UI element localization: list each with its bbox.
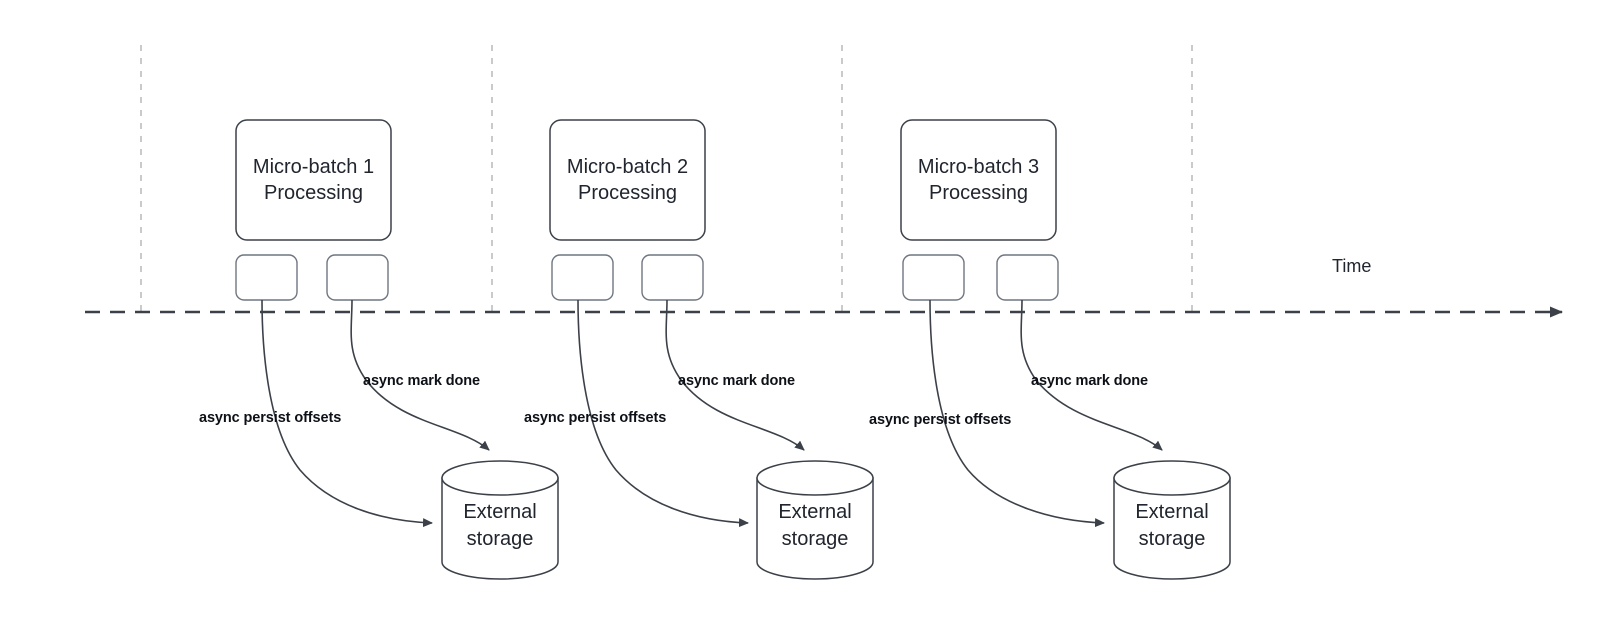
group-1-storage-label: External storage	[442, 490, 558, 562]
group-2-task-box-persist[interactable]	[551, 254, 614, 301]
storage-label-line2: storage	[1138, 528, 1206, 550]
group-3-shapes	[900, 119, 1231, 580]
group-1-shapes	[235, 119, 559, 580]
storage-label-line1: External	[463, 501, 537, 523]
group-3-arrow-persist-offsets	[929, 299, 1105, 528]
group-1-external-storage-cylinder[interactable]	[441, 460, 559, 580]
storage-label-line2: storage	[466, 528, 534, 550]
group-1-task-box-persist[interactable]	[235, 254, 298, 301]
storage-label-line1: External	[1135, 501, 1209, 523]
micro-batch-1-box[interactable]	[235, 119, 392, 241]
group-2-edge-label-mark-done: async mark done	[678, 373, 795, 389]
micro-batch-2-box[interactable]	[549, 119, 706, 241]
group-2-arrow-mark-done	[665, 299, 805, 451]
group-2-shapes	[549, 119, 874, 580]
storage-label-line2: storage	[781, 528, 849, 550]
group-1-arrow-persist-offsets	[261, 299, 433, 528]
group-3-storage-label: External storage	[1114, 490, 1230, 562]
group-3-arrow-mark-done	[1020, 299, 1163, 451]
group-3-task-box-persist[interactable]	[902, 254, 965, 301]
group-2-task-box-mark[interactable]	[641, 254, 704, 301]
group-1-edge-label-mark-done: async mark done	[363, 373, 480, 389]
group-3-external-storage-cylinder[interactable]	[1113, 460, 1231, 580]
group-2-arrow-persist-offsets	[577, 299, 749, 528]
group-1-edge-label-persist-offsets: async persist offsets	[199, 410, 342, 426]
group-3-task-box-mark[interactable]	[996, 254, 1059, 301]
group-2-edge-label-persist-offsets: async persist offsets	[524, 410, 667, 426]
gridlines-group	[140, 45, 1193, 312]
group-2-external-storage-cylinder[interactable]	[756, 460, 874, 580]
group-1-arrow-mark-done	[350, 299, 490, 451]
storage-label-line1: External	[778, 501, 852, 523]
group-3-edge-label-mark-done: async mark done	[1031, 373, 1148, 389]
time-axis-label: Time	[1332, 256, 1372, 276]
group-3-edge-label-persist-offsets: async persist offsets	[869, 412, 1012, 428]
micro-batch-3-box[interactable]	[900, 119, 1057, 241]
group-1-task-box-mark[interactable]	[326, 254, 389, 301]
group-2-storage-label: External storage	[757, 490, 873, 562]
